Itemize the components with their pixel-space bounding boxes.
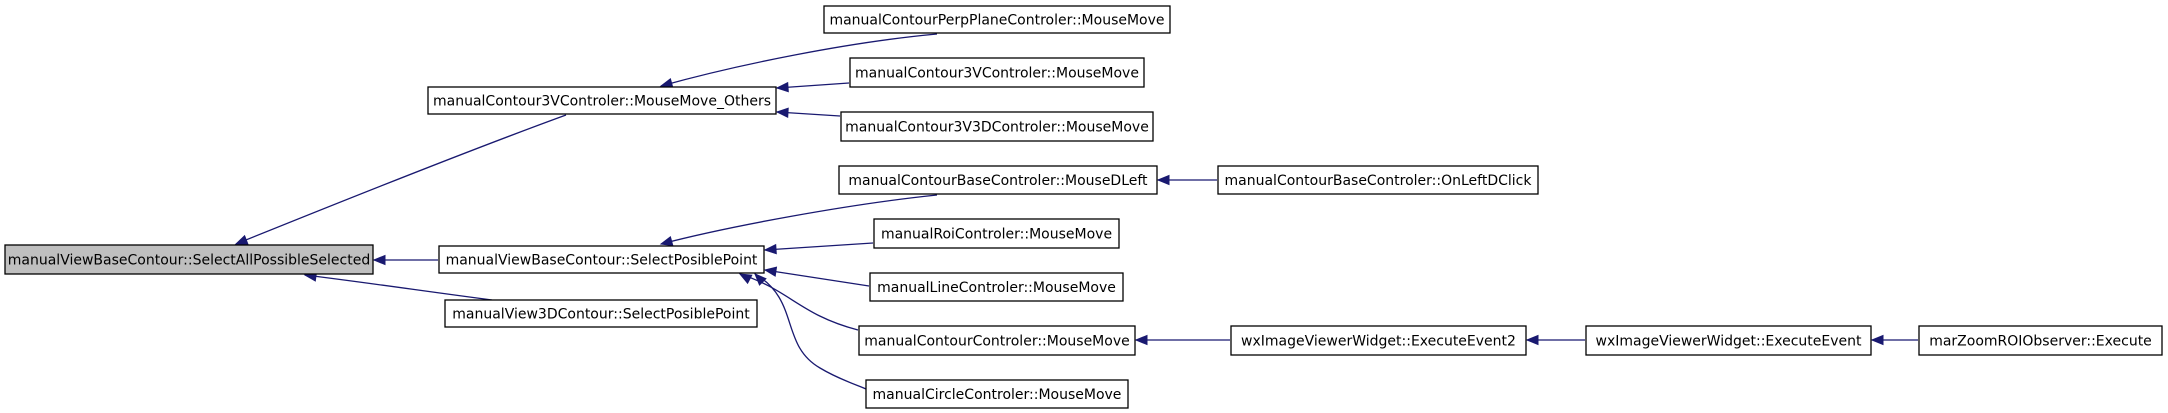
- graph-node[interactable]: manualContour3VControler::MouseMove_Othe…: [427, 86, 777, 115]
- node-box[interactable]: [1217, 165, 1539, 195]
- node-label: wxImageViewerWidget::ExecuteEvent2: [1241, 334, 1516, 350]
- edge-n8-to-n2: [763, 242, 874, 255]
- node-box[interactable]: [444, 299, 758, 328]
- edge-line: [660, 33, 938, 87]
- node-box[interactable]: [1230, 325, 1527, 356]
- edge-line: [235, 114, 567, 245]
- edge-n6-to-n1: [775, 107, 841, 118]
- graph-node[interactable]: manualCircleControler::MouseMove: [865, 379, 1129, 409]
- arrowhead: [659, 235, 674, 247]
- node-box[interactable]: [840, 111, 1154, 142]
- edge-n13-to-n10: [1134, 334, 1230, 346]
- node-label: manualContourBaseControler::MouseDLeft: [848, 173, 1148, 189]
- arrowhead: [754, 273, 767, 286]
- node-label: manualContour3VControler::MouseMove: [855, 66, 1139, 82]
- node-box[interactable]: [838, 165, 1158, 195]
- node-box[interactable]: [849, 57, 1145, 88]
- arrowhead: [1525, 334, 1539, 346]
- arrowhead: [372, 254, 386, 266]
- edge-n7-to-n2: [659, 194, 938, 247]
- graph-node[interactable]: manualContourPerpPlaneControler::MouseMo…: [823, 5, 1171, 34]
- graph-node-root[interactable]: manualViewBaseContour::SelectAllPossible…: [4, 244, 374, 275]
- node-label: manualViewBaseContour::SelectPosiblePoin…: [446, 253, 758, 269]
- node-label: manualCircleControler::MouseMove: [873, 387, 1122, 403]
- graph-node[interactable]: manualContour3VControler::MouseMove: [849, 57, 1145, 88]
- node-label: manualContour3VControler::MouseMove_Othe…: [433, 94, 771, 110]
- arrowhead: [234, 234, 249, 245]
- node-box[interactable]: [1585, 325, 1872, 356]
- edge-n11-to-n2: [754, 273, 867, 390]
- node-box[interactable]: [869, 272, 1124, 302]
- graph-node[interactable]: wxImageViewerWidget::ExecuteEvent: [1585, 325, 1872, 356]
- arrowhead: [1134, 334, 1148, 346]
- node-label: manualContourPerpPlaneControler::MouseMo…: [829, 13, 1164, 29]
- node-box[interactable]: [873, 218, 1120, 249]
- graph-node[interactable]: manualRoiControler::MouseMove: [873, 218, 1120, 249]
- arrowhead: [775, 107, 789, 118]
- graph-node[interactable]: manualContourBaseControler::OnLeftDClick: [1217, 165, 1539, 195]
- arrowhead: [1870, 334, 1884, 346]
- arrowhead: [659, 77, 674, 89]
- arrowhead: [1156, 174, 1170, 186]
- edge-n9-to-n2: [763, 266, 870, 287]
- edge-n2-to-n0: [372, 254, 438, 266]
- graph-node[interactable]: manualView3DContour::SelectPosiblePoint: [444, 299, 758, 328]
- edge-n5-to-n1: [775, 81, 850, 93]
- arrowhead: [738, 273, 753, 285]
- edge-n3-to-n0: [303, 271, 493, 301]
- node-label: manualContourControler::MouseMove: [864, 334, 1129, 350]
- node-label: manualRoiControler::MouseMove: [881, 227, 1112, 243]
- node-box[interactable]: [858, 325, 1136, 356]
- edge-line: [776, 82, 850, 89]
- node-label: manualView3DContour::SelectPosiblePoint: [452, 307, 750, 323]
- nodes-layer: manualViewBaseContour::SelectAllPossible…: [4, 5, 2163, 409]
- graph-node[interactable]: marZoomROIObserver::Execute: [1918, 325, 2163, 356]
- node-label: manualLineControler::MouseMove: [877, 280, 1116, 296]
- graph-node[interactable]: manualContourControler::MouseMove: [858, 325, 1136, 356]
- node-label: manualContourBaseControler::OnLeftDClick: [1225, 173, 1533, 189]
- node-label: wxImageViewerWidget::ExecuteEvent: [1596, 334, 1863, 350]
- arrowhead: [763, 266, 778, 277]
- graph-node[interactable]: manualLineControler::MouseMove: [869, 272, 1124, 302]
- graph-node[interactable]: manualContour3V3DControler::MouseMove: [840, 111, 1154, 142]
- node-box[interactable]: [865, 379, 1129, 409]
- node-box[interactable]: [1918, 325, 2163, 356]
- edge-line: [764, 242, 874, 251]
- edge-line: [660, 194, 938, 245]
- edge-n10-to-n2: [738, 273, 859, 331]
- node-box[interactable]: [427, 86, 777, 115]
- edge-n14-to-n13: [1525, 334, 1585, 346]
- node-box[interactable]: [438, 245, 765, 274]
- node-box[interactable]: [4, 244, 374, 275]
- graph-node[interactable]: manualViewBaseContour::SelectPosiblePoin…: [438, 245, 765, 274]
- edge-line: [304, 274, 493, 301]
- graph-node[interactable]: wxImageViewerWidget::ExecuteEvent2: [1230, 325, 1527, 356]
- graph-node[interactable]: manualContourBaseControler::MouseDLeft: [838, 165, 1158, 195]
- edge-n1-to-n0: [234, 114, 567, 245]
- node-label: marZoomROIObserver::Execute: [1929, 334, 2152, 350]
- arrowhead: [775, 81, 789, 93]
- node-label: manualViewBaseContour::SelectAllPossible…: [8, 253, 370, 269]
- edge-n12-to-n7: [1156, 174, 1217, 186]
- edge-n15-to-n14: [1870, 334, 1918, 346]
- edge-line: [754, 273, 867, 390]
- edge-line: [739, 273, 859, 331]
- arrowhead: [763, 243, 777, 255]
- edge-line: [764, 269, 870, 287]
- node-label: manualContour3V3DControler::MouseMove: [845, 120, 1149, 136]
- node-box[interactable]: [823, 5, 1171, 34]
